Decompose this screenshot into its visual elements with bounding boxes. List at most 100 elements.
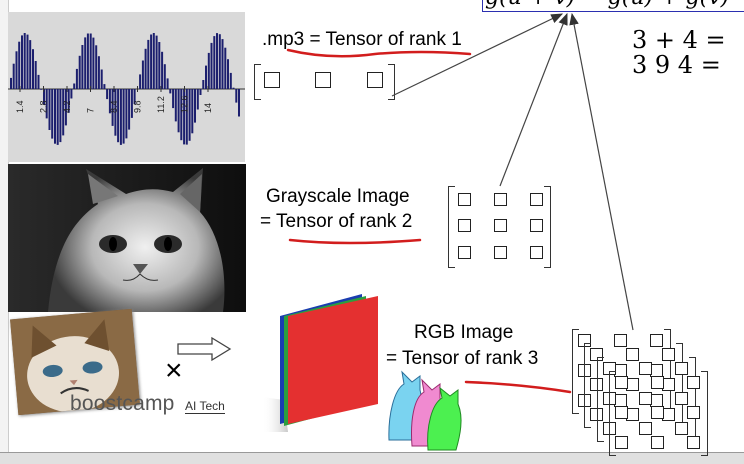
waveform-bar — [172, 89, 174, 108]
underline-rank2 — [290, 240, 420, 243]
waveform-bar — [169, 89, 171, 93]
waveform-bar — [153, 33, 155, 89]
waveform-bar — [73, 84, 75, 90]
waveform-bar — [98, 56, 100, 89]
waveform-bar — [24, 33, 26, 89]
rank3-bracket-right — [689, 357, 696, 442]
rank3-cell — [687, 436, 700, 449]
header-formula-box: g(u + v) = g(u) + g(v) — [482, 0, 744, 12]
waveform-bar — [139, 74, 141, 89]
grayscale-label-line2: = Tensor of rank 2 — [260, 211, 412, 233]
waveform-bar — [158, 42, 160, 89]
rgb-tensor-block — [262, 292, 390, 432]
rgb-label-line2: = Tensor of rank 3 — [386, 348, 538, 370]
rank3-cell — [675, 362, 688, 375]
hollow-arrow-icon — [176, 336, 234, 362]
rank3-cell — [687, 376, 700, 389]
waveform-bar — [161, 52, 163, 89]
waveform-bar — [38, 75, 40, 89]
waveform-bar — [21, 35, 23, 89]
waveform-bar — [219, 34, 221, 89]
rank3-cell — [626, 348, 639, 361]
rank3-cell — [675, 392, 688, 405]
waveform-bar — [235, 89, 237, 103]
waveform-bar — [57, 89, 59, 145]
rank3-cell — [639, 362, 652, 375]
waveform-bar — [95, 45, 97, 89]
waveform-bar — [208, 53, 210, 89]
waveform-bar — [233, 88, 235, 89]
waveform-bar — [79, 56, 81, 89]
rank3-cell — [615, 436, 628, 449]
waveform-tick-label: 2.8 — [39, 100, 49, 113]
waveform-bar — [238, 89, 240, 117]
arrow-rank1 — [392, 14, 562, 96]
waveform-bar — [224, 48, 226, 89]
waveform-bar — [164, 64, 166, 89]
waveform-bar — [35, 61, 37, 89]
waveform-bar — [145, 49, 147, 89]
arrow-rank3 — [572, 14, 633, 330]
brand-sub: AI Tech — [185, 399, 225, 414]
rank3-bracket-right — [664, 329, 671, 414]
waveform-tick-label: 1.4 — [15, 100, 25, 113]
waveform-bar — [106, 89, 108, 99]
waveform-tick-label: 4.2 — [62, 100, 72, 113]
waveform-tick-label: 14 — [203, 103, 213, 113]
waveform-bar — [18, 42, 20, 89]
cat-image — [8, 164, 246, 312]
waveform-bar — [54, 89, 56, 144]
bottom-rule — [0, 452, 744, 464]
waveform-tick-label: 7 — [86, 108, 96, 113]
waveform-bar — [49, 89, 51, 130]
brand-logo: boostcamp AI Tech — [70, 392, 225, 416]
waveform-bar — [87, 34, 89, 90]
waveform-bar — [142, 61, 144, 90]
rank3-cell — [651, 406, 664, 419]
waveform-bar — [202, 80, 204, 89]
waveform-bar — [147, 40, 149, 89]
rank3-cell — [639, 422, 652, 435]
waveform-bar — [13, 64, 15, 89]
waveform-bar — [40, 89, 42, 90]
waveform-bar — [117, 89, 119, 142]
waveform-bar — [101, 70, 103, 90]
waveform-bar — [103, 84, 105, 89]
rank3-cell — [615, 406, 628, 419]
rank3-cell — [662, 348, 675, 361]
waveform-bar — [125, 89, 127, 138]
waveform-bar — [81, 45, 83, 89]
waveform-bar — [59, 89, 61, 142]
math-line-2: 3 9 4 = — [632, 52, 721, 78]
math-line-1: 3 + 4 = — [632, 27, 726, 53]
waveform-bar — [194, 89, 196, 123]
waveform-bar — [128, 89, 130, 130]
rank3-cell — [651, 376, 664, 389]
rank3-cell — [651, 436, 664, 449]
rank3-bracket-right — [676, 343, 683, 428]
waveform-bar — [10, 78, 12, 89]
waveform-bar — [191, 89, 193, 133]
waveform-bar — [200, 89, 202, 95]
rank3-cell — [614, 334, 627, 347]
waveform-bar — [16, 51, 18, 89]
waveform-bar — [32, 49, 34, 89]
waveform-bar — [227, 59, 229, 89]
waveform-bar — [216, 33, 218, 89]
waveform-bar — [150, 35, 152, 90]
waveform-bar — [51, 89, 53, 139]
waveform-bar — [70, 89, 72, 99]
rgb-label-line1: RGB Image — [414, 322, 513, 344]
rank3-cell — [650, 334, 663, 347]
waveform-bar — [90, 34, 92, 90]
rank3-cell — [615, 376, 628, 389]
waveform-bar — [156, 36, 158, 89]
underline-rank3 — [466, 382, 570, 392]
waveform-bar — [211, 43, 213, 89]
waveform-bar — [222, 39, 224, 89]
rank3-cell — [675, 422, 688, 435]
waveform-bar — [123, 89, 125, 144]
waveform-bar — [197, 89, 199, 110]
